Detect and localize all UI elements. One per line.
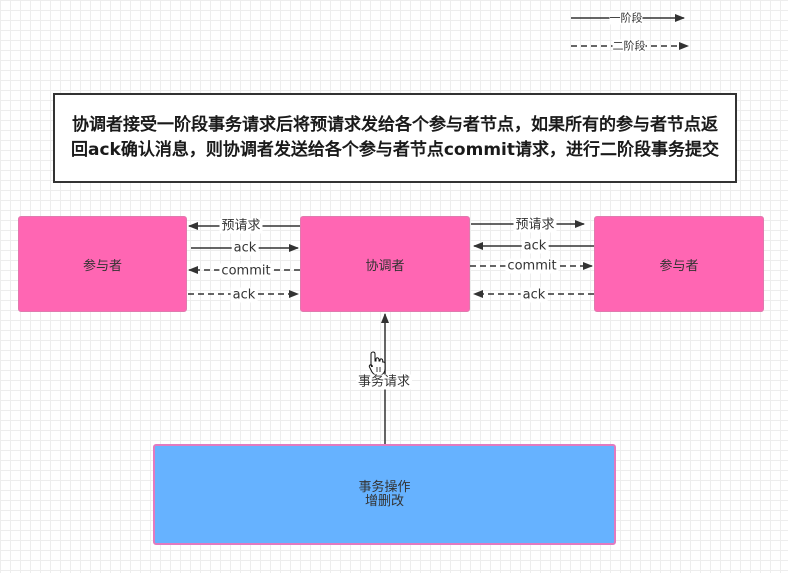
edge-label-pre-request-right: 预请求 xyxy=(513,217,557,233)
participant-right-node[interactable]: 参与者 xyxy=(594,216,764,312)
description-box[interactable]: 协调者接受一阶段事务请求后将预请求发给各个参与者节点，如果所有的参与者节点返回a… xyxy=(53,93,737,183)
transaction-operation-label-line1: 事务操作 xyxy=(358,479,411,495)
hand-cursor-icon xyxy=(368,351,386,376)
edge-label-ack-left-2: ack xyxy=(230,287,258,303)
legend-phase-two-label: 二阶段 xyxy=(612,39,646,53)
transaction-operation-node[interactable]: 事务操作 增删改 xyxy=(153,444,616,545)
participant-left-node[interactable]: 参与者 xyxy=(18,216,187,312)
coordinator-node[interactable]: 协调者 xyxy=(300,216,470,312)
transaction-operation-label-line2: 增删改 xyxy=(364,493,404,509)
legend-phase-one-label: 一阶段 xyxy=(609,11,643,25)
participant-right-label: 参与者 xyxy=(659,258,699,274)
edge-label-pre-request-left: 预请求 xyxy=(219,218,263,234)
participant-left-label: 参与者 xyxy=(82,258,122,274)
edge-label-ack-left-1: ack xyxy=(231,240,259,256)
edge-label-ack-right-2: ack xyxy=(520,287,548,303)
edge-label-ack-right-1: ack xyxy=(521,238,549,254)
edge-label-commit-right: commit xyxy=(505,258,559,274)
edge-label-transaction-request: 事务请求 xyxy=(355,374,413,390)
description-text: 协调者接受一阶段事务请求后将预请求发给各个参与者节点，如果所有的参与者节点返回a… xyxy=(71,115,719,160)
edge-label-commit-left: commit xyxy=(219,263,273,279)
coordinator-label: 协调者 xyxy=(365,258,405,274)
